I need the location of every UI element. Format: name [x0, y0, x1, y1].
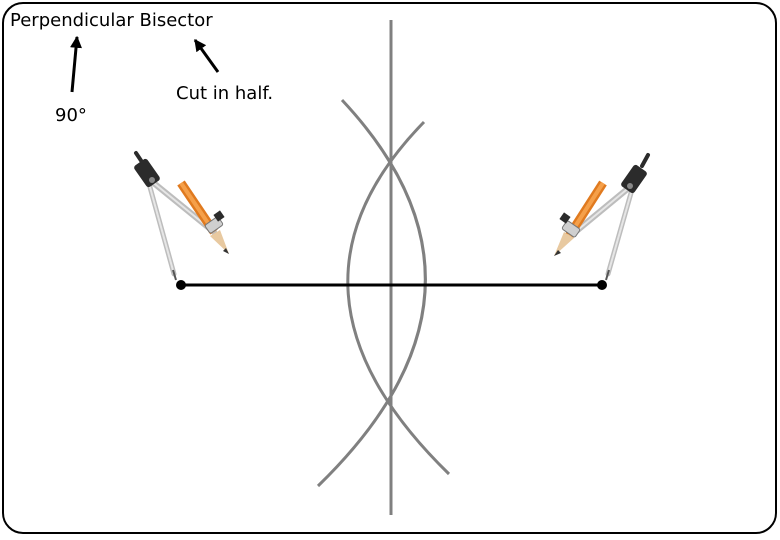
left-endpoint — [176, 280, 186, 290]
angle-label: 90° — [55, 105, 87, 126]
halves-label: Cut in half. — [176, 83, 273, 104]
halves-arrow — [193, 39, 220, 73]
angle-arrow — [70, 35, 82, 93]
right-compass-icon — [554, 153, 650, 281]
right-construction-arc — [346, 120, 451, 476]
right-endpoint — [597, 280, 607, 290]
left-construction-arc — [316, 98, 427, 488]
left-compass-icon — [134, 151, 229, 281]
diagram-title: Perpendicular Bisector — [10, 10, 213, 31]
